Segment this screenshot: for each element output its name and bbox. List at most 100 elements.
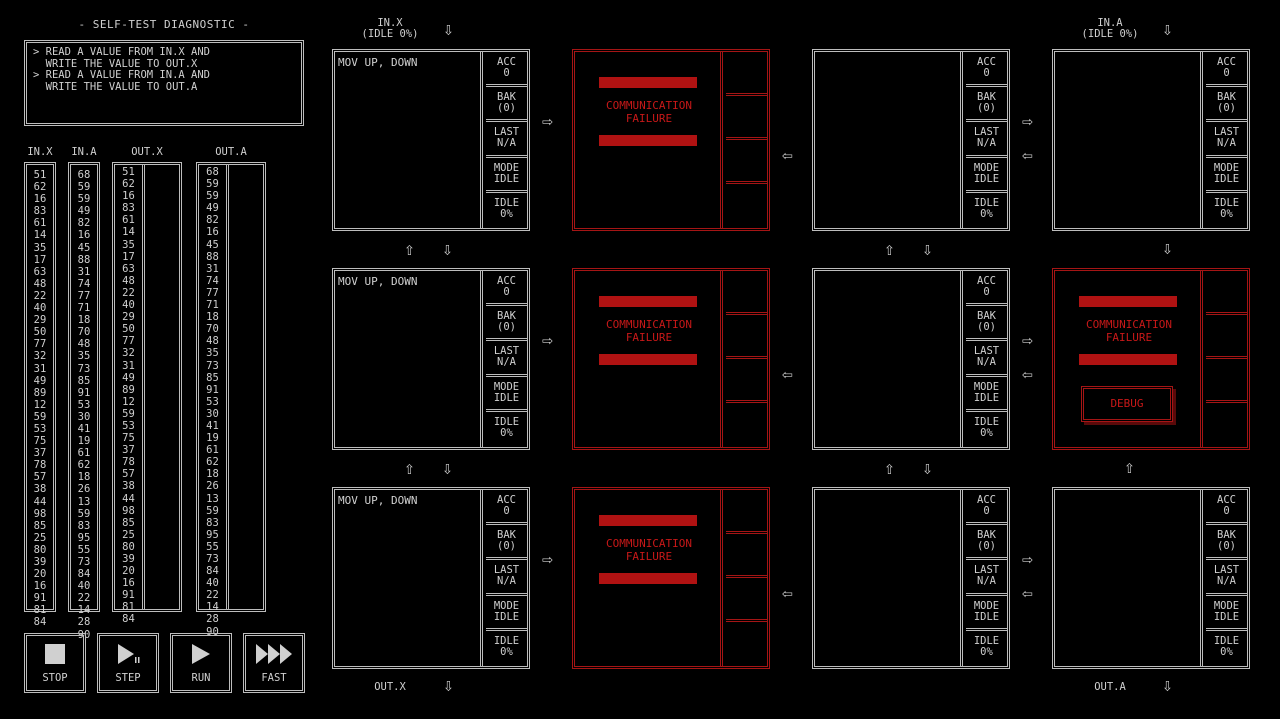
right-arrow-icon: ⇨ bbox=[542, 111, 553, 132]
failure-bar bbox=[599, 77, 697, 88]
stop-button[interactable]: STOP bbox=[24, 633, 86, 693]
node-code-editor[interactable] bbox=[815, 490, 963, 666]
node-code-editor[interactable]: MOV UP, DOWN bbox=[335, 490, 483, 666]
stream-value: 41 bbox=[206, 419, 219, 432]
stream-value: 71 bbox=[206, 299, 219, 312]
failure-text-line1: COMMUNICATION bbox=[605, 318, 693, 331]
stream-value: 81 bbox=[122, 601, 135, 614]
stream-value: 22 bbox=[122, 286, 135, 299]
node-code-editor[interactable] bbox=[1055, 52, 1203, 228]
debug-button[interactable]: DEBUG bbox=[1081, 386, 1173, 422]
stream-value: 85 bbox=[206, 371, 219, 384]
step-button[interactable]: STEP bbox=[97, 633, 159, 693]
register-label: ACC bbox=[497, 56, 516, 68]
down-arrow-icon: ⇩ bbox=[443, 675, 454, 696]
register-value: (0) bbox=[977, 540, 996, 553]
stream-value: 98 bbox=[122, 504, 135, 517]
register-label: IDLE bbox=[973, 634, 1000, 647]
stream-value: 61 bbox=[122, 214, 135, 227]
run-button[interactable]: RUN bbox=[170, 633, 232, 693]
stream-value: 59 bbox=[77, 507, 91, 520]
left-arrow-icon: ⇦ bbox=[1022, 364, 1033, 385]
node-code-editor[interactable] bbox=[1055, 490, 1203, 666]
stream-value: 83 bbox=[77, 519, 91, 532]
stream-value: 20 bbox=[33, 568, 47, 581]
node-code-editor[interactable]: MOV UP, DOWN bbox=[335, 271, 483, 447]
stream-value: 18 bbox=[206, 311, 219, 324]
stream-value: 35 bbox=[77, 350, 91, 363]
stream-value: 37 bbox=[33, 447, 47, 460]
stream-value: 12 bbox=[33, 398, 47, 411]
failure-cell bbox=[726, 359, 767, 403]
stream-value: 48 bbox=[122, 274, 135, 287]
stream-value: 95 bbox=[206, 528, 219, 541]
stream-value: 80 bbox=[33, 543, 47, 556]
failure-text-line2: FAILURE bbox=[625, 550, 673, 563]
failure-bar bbox=[599, 296, 697, 307]
stream-value: 83 bbox=[33, 205, 47, 218]
stream-value: 75 bbox=[33, 435, 47, 448]
stream-value: 57 bbox=[33, 471, 47, 484]
stream-value: 32 bbox=[122, 347, 135, 360]
left-arrow-icon: ⇦ bbox=[1022, 583, 1033, 604]
in-a-port-label: IN.A (IDLE 0%) bbox=[1070, 18, 1150, 40]
node-code-editor[interactable] bbox=[815, 52, 963, 228]
stream-value: 29 bbox=[122, 311, 135, 324]
stream-value: 45 bbox=[206, 238, 219, 251]
register-bak: BAK(0) bbox=[966, 87, 1007, 123]
stream-value: 38 bbox=[33, 483, 47, 496]
stream-value: 55 bbox=[206, 540, 219, 553]
stream-value: 59 bbox=[33, 410, 47, 423]
node-code-editor[interactable] bbox=[815, 271, 963, 447]
failure-cells bbox=[726, 490, 767, 666]
fast-button[interactable]: FAST bbox=[243, 633, 305, 693]
stream-value: 31 bbox=[122, 359, 135, 372]
stop-label: STOP bbox=[42, 672, 68, 684]
stream-value: 48 bbox=[77, 338, 91, 351]
register-value: N/A bbox=[497, 356, 516, 369]
stream-value: 16 bbox=[122, 577, 135, 590]
register-label: LAST bbox=[973, 126, 1000, 139]
register-value: (0) bbox=[1217, 540, 1236, 553]
out-x-header: OUT.X bbox=[131, 146, 163, 158]
register-bak: BAK(0) bbox=[486, 306, 527, 342]
register-value: N/A bbox=[977, 137, 996, 150]
stream-value: 91 bbox=[122, 589, 135, 602]
stream-value: 13 bbox=[206, 492, 219, 505]
node-code-editor[interactable]: MOV UP, DOWN bbox=[335, 52, 483, 228]
in-a-header: IN.A bbox=[71, 146, 97, 158]
failure-text-line2: FAILURE bbox=[625, 112, 673, 125]
register-value: IDLE bbox=[493, 610, 520, 623]
stream-value: 28 bbox=[206, 613, 219, 626]
stream-value: 53 bbox=[77, 398, 91, 411]
stream-value: 73 bbox=[77, 362, 91, 375]
stream-value: 82 bbox=[206, 214, 219, 227]
stream-value: 16 bbox=[122, 190, 135, 203]
failure-text-line1: COMMUNICATION bbox=[605, 99, 693, 112]
register-label: BAK bbox=[977, 529, 996, 542]
down-arrow-icon: ⇩ bbox=[442, 457, 453, 479]
register-label: ACC bbox=[977, 275, 996, 287]
register-value: (0) bbox=[977, 102, 996, 115]
stream-value: 37 bbox=[122, 444, 135, 457]
register-label: MODE bbox=[973, 380, 1000, 393]
stream-value: 35 bbox=[33, 241, 47, 254]
stream-value: 83 bbox=[122, 202, 135, 215]
